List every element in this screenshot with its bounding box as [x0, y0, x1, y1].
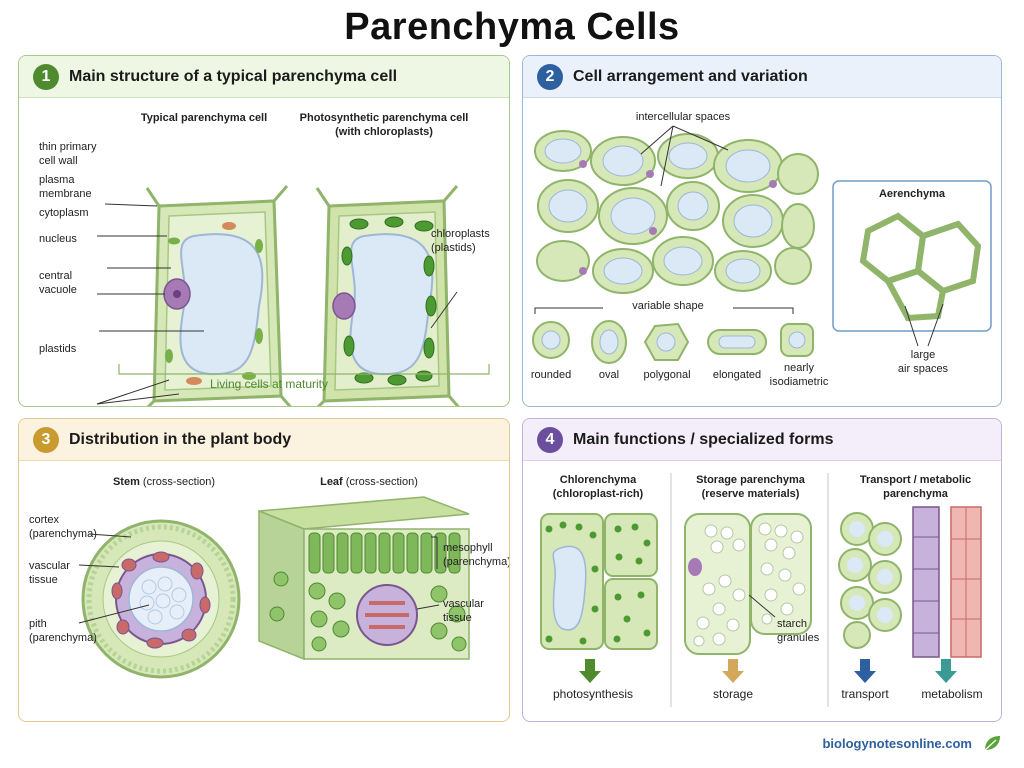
- label-plasma-1: plasma: [39, 174, 75, 186]
- leaf-icon: [984, 736, 1000, 751]
- label-intercellular: intercellular spaces: [635, 111, 731, 123]
- label-leaf-vascular-1: vascular: [443, 598, 484, 610]
- panel-distribution: 3 Distribution in the plant body: [18, 418, 510, 722]
- leaf-subtitle: (cross-section): [345, 476, 418, 488]
- cell-a-title: Typical parenchyma cell: [140, 112, 268, 124]
- label-starch-1: starch: [777, 618, 807, 630]
- label-vacuole-1: central: [39, 270, 73, 282]
- shape-isodiametric: isodiametric: [769, 376, 829, 388]
- label-transport: transport: [841, 687, 889, 701]
- label-metabolism: metabolism: [921, 687, 983, 701]
- panel-title: Main structure of a typical parenchyma c…: [69, 67, 398, 85]
- panel-number-badge: 2: [537, 63, 563, 90]
- label-cell-wall-2: cell wall: [39, 155, 78, 167]
- panel-header: 3 Distribution in the plant body: [19, 419, 509, 461]
- distribution-illustration: [78, 496, 470, 679]
- label-mesophyll-1: mesophyll: [443, 542, 493, 554]
- label-pith-1: pith: [29, 618, 47, 630]
- label-vascular-2: tissue: [29, 574, 58, 586]
- chlorenchyma-drawing: [540, 513, 658, 650]
- label-vascular-1: vascular: [29, 560, 70, 572]
- aerenchyma-title: Aerenchyma: [878, 188, 946, 200]
- stem-title: Stem: [112, 476, 140, 488]
- arrow-transport: [854, 659, 876, 683]
- label-plasma-2: membrane: [39, 188, 92, 200]
- caption-living-cells: Living cells at maturity: [209, 377, 329, 391]
- transport-parenchyma-drawing: [838, 506, 982, 658]
- page-title: Parenchyma Cells: [344, 6, 680, 48]
- function-arrows: [579, 659, 957, 683]
- col2-title-2: (reserve materials): [701, 488, 800, 500]
- label-photosynthesis: photosynthesis: [552, 687, 634, 701]
- cell-structure-illustration: [96, 185, 490, 406]
- label-nucleus: nucleus: [39, 233, 77, 245]
- label-chloroplasts-1: chloroplasts: [431, 228, 490, 240]
- col1-title-2: (chloroplast-rich): [552, 488, 644, 500]
- panel-header: 4 Main functions / specialized forms: [523, 419, 1001, 461]
- panel-title: Main functions / specialized forms: [573, 430, 834, 448]
- col2-title-1: Storage parenchyma: [696, 474, 805, 486]
- leaf-title: Leaf: [320, 476, 343, 488]
- label-variable-shape: variable shape: [603, 299, 733, 313]
- stem-title-row: Stem (cross-section): [99, 475, 229, 489]
- leaf-cross-section-drawing: [258, 496, 470, 661]
- shape-elongated: elongated: [712, 369, 762, 381]
- label-pith-2: (parenchyma): [29, 632, 97, 644]
- label-plastids: plastids: [39, 343, 77, 355]
- photosynthetic-cell-drawing: [315, 185, 460, 406]
- cell-b-subtitle: (with chloroplasts): [335, 126, 433, 138]
- col3-title-1: Transport / metabolic: [859, 474, 972, 486]
- label-cell-wall-1: thin primary: [39, 141, 97, 153]
- panel-number-badge: 4: [537, 426, 563, 453]
- cell-b-title: Photosynthetic parenchyma cell: [299, 112, 469, 124]
- panel-header: 1 Main structure of a typical parenchyma…: [19, 56, 509, 98]
- aerenchyma-box: [832, 180, 992, 332]
- col3-title-2: parenchyma: [883, 488, 948, 500]
- label-vacuole-2: vacuole: [39, 284, 77, 296]
- leaf-title-row: Leaf (cross-section): [304, 475, 434, 489]
- typical-cell-drawing: [145, 185, 292, 406]
- label-leaf-vascular-2: tissue: [443, 612, 472, 624]
- label-mesophyll-2: (parenchyma): [443, 556, 510, 568]
- panel-cell-arrangement: 2 Cell arrangement and variation: [522, 55, 1002, 407]
- arrow-metabolism: [935, 659, 957, 683]
- functions-illustration: [540, 473, 982, 707]
- col1-title-1: Chlorenchyma: [559, 474, 637, 486]
- panel-title: Distribution in the plant body: [69, 430, 292, 448]
- shape-rounded: rounded: [530, 369, 572, 381]
- label-cytoplasm: cytoplasm: [39, 207, 89, 219]
- stem-subtitle: (cross-section): [142, 476, 216, 488]
- panel-title: Cell arrangement and variation: [573, 67, 808, 85]
- panel-number-badge: 1: [33, 63, 59, 90]
- storage-parenchyma-drawing: [684, 513, 812, 655]
- label-large: large: [910, 349, 936, 361]
- panel-cell-structure: 1 Main structure of a typical parenchyma…: [18, 55, 510, 407]
- arrow-storage: [722, 659, 744, 683]
- label-chloroplasts-2: (plastids): [431, 242, 476, 254]
- aerenchyma-drawing: [859, 212, 982, 322]
- label-starch-2: granules: [777, 632, 820, 644]
- panel-header: 2 Cell arrangement and variation: [523, 56, 1001, 98]
- label-cortex-2: (parenchyma): [29, 528, 97, 540]
- panel-functions: 4 Main functions / specialized forms: [522, 418, 1002, 722]
- panel-number-badge: 3: [33, 426, 59, 453]
- shape-polygonal: polygonal: [643, 369, 691, 381]
- footer-website-link[interactable]: biologynotesonline.com: [822, 736, 972, 751]
- shape-oval: oval: [598, 369, 620, 381]
- shape-nearly: nearly: [784, 362, 814, 374]
- label-storage: storage: [712, 687, 754, 701]
- label-cortex-1: cortex: [29, 514, 59, 526]
- cell-arrangement-illustration: [532, 125, 992, 364]
- arrow-photosynthesis: [579, 659, 601, 683]
- label-air-spaces: air spaces: [897, 363, 949, 375]
- stem-cross-section-drawing: [81, 519, 241, 679]
